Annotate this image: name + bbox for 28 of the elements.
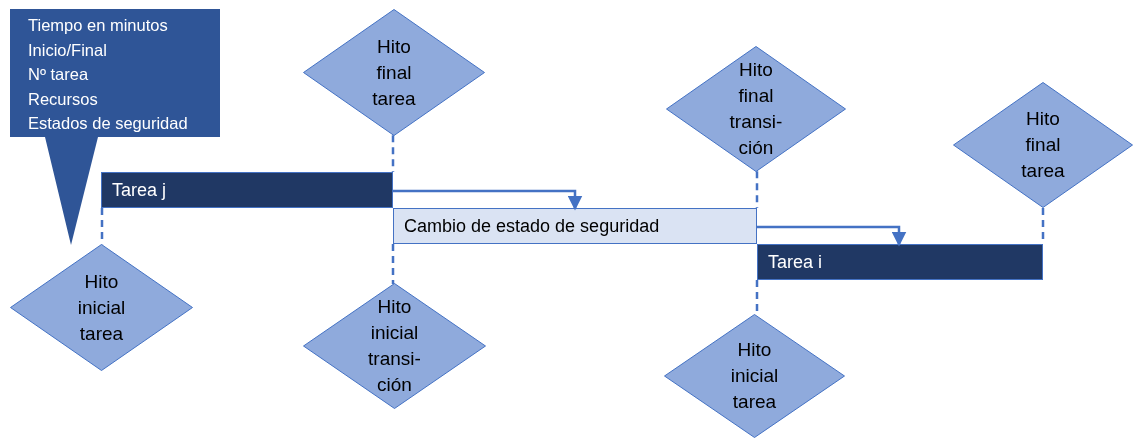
milestone-diamond [666,46,846,172]
task-bar [101,172,393,208]
bar-label: Tarea i [768,250,823,274]
arrow [393,189,583,211]
arrow [757,225,907,247]
callout-text: Nº tarea [28,64,89,85]
milestone-diamond [303,9,485,136]
bar-label: Tarea j [112,178,167,202]
callout-text: Estados de seguridad [28,113,188,134]
transition-bar [393,208,757,244]
milestone-label: Hito inicial tarea [76,269,127,346]
callout-text: Recursos [28,88,98,110]
milestone-label: Hito inicial transi-ción [367,295,422,397]
milestone-diamond [303,283,486,409]
dashed-line [755,171,759,208]
bar-label: Cambio de estado de seguridad [404,214,660,238]
milestone-label: Hito final transi-ción [728,58,784,160]
milestone-label: Hito final tarea [371,34,417,111]
task-bar [757,244,1043,280]
callout-shape [10,9,220,245]
callout-text: Inicio/Final [28,39,107,61]
callout-text: Tiempo en minutos [28,15,168,36]
milestone-label: Hito final tarea [1020,107,1066,183]
dashed-line [391,135,395,172]
milestone-diamond [664,314,845,438]
dashed-line [391,244,395,285]
milestone-diamond [953,82,1133,208]
milestone-label: Hito inicial tarea [729,338,780,414]
